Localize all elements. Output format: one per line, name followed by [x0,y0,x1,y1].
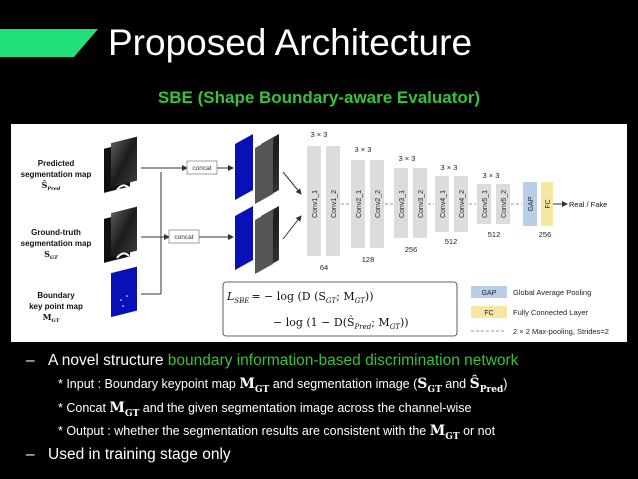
kernel-1: 3 × 3 [311,130,328,139]
bullet-1-highlight: boundary information-based discriminatio… [167,352,519,369]
concat-box-bottom [168,229,200,244]
gap-block [523,182,537,226]
bullet-dash: – [26,352,35,369]
conv5-2-block [496,184,510,224]
legend-fc-tag: FC [484,310,493,317]
input-image-gt [104,206,137,263]
fc-block-label: FC [545,199,552,208]
conv4-2-block [454,176,468,232]
input-symbol-kp: MGT [43,312,60,324]
channels-512-b: 512 [488,230,501,239]
conv2-1-block [351,160,365,248]
legend-fc-swatch [471,306,507,318]
conv4-1-block [435,176,449,232]
conv3-1-block [394,168,408,238]
concat-box-top [186,160,218,175]
channels-512-a: 512 [445,237,458,246]
math-s-pred: ŜPred [469,376,504,395]
concat-label-top: concat [192,165,211,172]
loss-line-2: − log (1 − D(ŜPred; MGT)) [273,315,409,331]
legend-gap-text: Global Average Pooling [513,288,591,297]
concat-stack-pred [235,134,279,204]
gap-block-label: GAP [528,196,535,211]
input-label-kp-2: key point map [29,302,83,311]
math-s-gt: SGT [417,376,442,395]
conv1-2-block [326,146,340,256]
conv5-1-block [477,184,491,224]
architecture-figure: Predicted segmentation map Ground-truth … [11,124,627,342]
conv2-2-label: Conv2_2 [375,190,382,218]
channels-128: 128 [362,255,375,264]
input-label-pred-2: segmentation map [21,170,92,179]
sub-bullet-input: * Input : Boundary keypoint map MGT and … [58,376,508,395]
legend-gap-swatch [471,286,507,298]
legend-gap-tag: GAP [482,290,497,297]
concat-label-bottom: concat [174,234,193,241]
conv4-2-label: Conv4_2 [459,190,466,218]
accent-bar [0,29,98,57]
kernel-4: 3 × 3 [441,163,458,172]
slide-title: Proposed Architecture [108,22,473,63]
conv3-2-block [413,168,427,238]
conv4-1-label: Conv4_1 [440,190,447,218]
math-m-gt: MGT [429,423,460,442]
bullet-1: –A novel structure boundary information-… [26,352,519,369]
loss-line-1: LSBE= − log (D (SGT; MGT)) [226,290,374,305]
slide-subtitle: SBE (Shape Boundary-aware Evaluator) [157,88,481,107]
input-label-gt-2: segmentation map [21,239,92,248]
conv1-1-block [307,146,321,256]
bullet-dash: – [26,446,35,463]
kernel-3: 3 × 3 [399,154,416,163]
math-m-gt: MGT [109,400,140,419]
sub-bullet-output: * Output : whether the segmentation resu… [58,423,496,442]
channels-64: 64 [320,263,328,272]
channels-256-fc: 256 [539,230,552,239]
input-symbol-pred: ŜPred [42,180,61,192]
input-label-gt-1: Ground-truth [31,228,81,237]
architecture-diagram: Predicted segmentation map Ground-truth … [21,130,609,337]
conv5-2-label: Conv5_2 [501,190,508,218]
channels-256: 256 [405,245,418,254]
conv2-1-label: Conv2_1 [356,190,363,218]
kernel-5: 3 × 3 [483,171,500,180]
input-image-pred [104,136,137,193]
legend-fc-text: Fully Connected Layer [513,308,589,317]
loss-formula-box [222,281,458,337]
conv1-2-label: Conv1_2 [331,190,338,218]
math-m-gt: MGT [239,376,270,395]
accent-shape [0,29,98,57]
conv2-2-block [370,160,384,248]
conv3-1-label: Conv3_1 [399,190,406,218]
kernel-2: 3 × 3 [355,145,372,154]
conv3-2-label: Conv3_2 [418,190,425,218]
input-image-keypoint [111,266,137,318]
conv5-1-label: Conv5_1 [482,190,489,218]
sub-bullet-concat: * Concat MGT and the given segmentation … [58,400,472,419]
concat-stack-gt [235,206,279,274]
fc-block [541,182,553,226]
output-label: Real / Fake [569,200,607,209]
bullet-2: –Used in training stage only [26,446,231,463]
input-symbol-gt: SGT [44,249,59,261]
input-label-kp-1: Boundary [37,291,75,300]
conv1-1-label: Conv1_1 [312,190,319,218]
input-label-pred-1: Predicted [38,159,75,168]
legend-maxpool-text: 2 × 2 Max-pooling, Strides=2 [513,327,609,336]
